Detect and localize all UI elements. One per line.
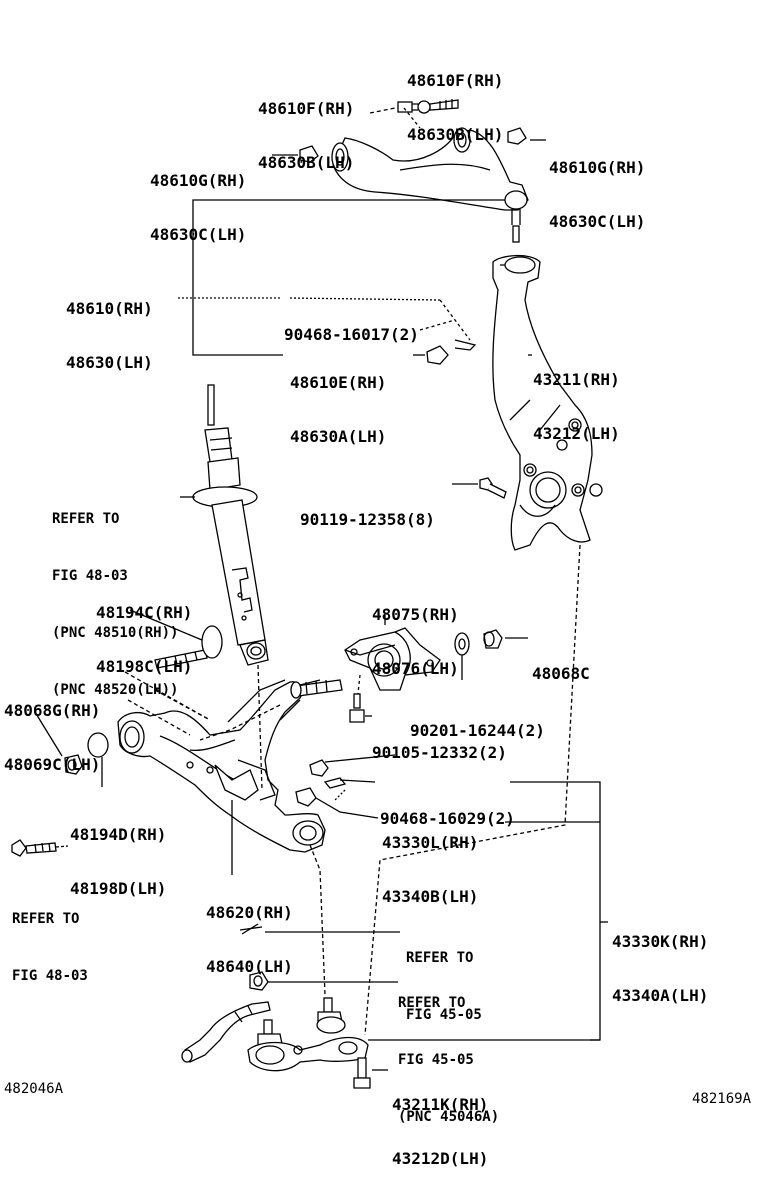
label-ref-fig-48-03: REFER TO FIG 48-03 — [12, 872, 88, 1005]
lower-ball-joint — [247, 997, 388, 1089]
reference-text: REFER TO — [12, 911, 80, 927]
label-lower-cam: 48194D(RH) 48198D(LH) — [70, 790, 166, 916]
label-ball-joint-assy: 43330K(RH) 43340A(LH) — [612, 897, 708, 1023]
part-number: 48630B(LH) — [407, 125, 504, 144]
part-number: 48610F(RH) — [258, 99, 355, 118]
label-bolt-90105: 90105-12332(2) — [372, 708, 507, 780]
parts-diagram: 48610F(RH) 48630B(LH) 48610F(RH) 48630B(… — [4, 36, 752, 1168]
part-number: 48610(RH) — [66, 299, 153, 318]
reference-text: (PNC 48520(LH)) — [52, 682, 179, 698]
part-number: 48620(RH) — [206, 903, 293, 922]
part-number: 48630A(LH) — [290, 427, 387, 446]
part-number: 48075(RH) — [372, 605, 459, 624]
part-number: 43211(RH) — [533, 370, 620, 389]
label-shock-reference: REFER TO FIG 48-03 (PNC 48510(RH)) (PNC … — [52, 472, 178, 719]
part-number: 90468-16017(2) — [284, 325, 419, 344]
reference-text: FIG 48-03 — [12, 968, 88, 984]
part-number: 90119-12358(8) — [300, 510, 435, 529]
label-bushing-bracket: 48075(RH) 48076(LH) — [372, 570, 459, 696]
shock-absorber — [180, 384, 269, 666]
lower-nut-cam — [34, 711, 109, 787]
part-number: 48640(LH) — [206, 957, 293, 976]
part-number: 48198C(LH) — [96, 657, 193, 676]
part-number: 90201-16244(2) — [410, 721, 545, 740]
part-number: 48630C(LH) — [150, 225, 247, 244]
part-number: 43211K(RH) — [392, 1095, 489, 1114]
part-number: 48194C(RH) — [96, 603, 193, 622]
label-lower-nut: 48068G(RH) 48069C(LH) — [4, 666, 100, 792]
label-shock-bolt: 48194C(RH) 48198C(LH) — [96, 568, 192, 694]
part-number: 48076(LH) — [372, 659, 459, 678]
label-upper-arm-bolt-right: 48610F(RH) 48630B(LH) — [407, 36, 503, 162]
upper-control-arm — [331, 127, 529, 243]
bushing-bracket — [344, 615, 528, 723]
reference-text: REFER TO — [398, 995, 466, 1011]
label-upper-ball-joint-nut: 48610E(RH) 48630A(LH) — [290, 338, 386, 464]
reference-text: REFER TO — [52, 511, 120, 527]
part-number: 43330K(RH) — [612, 932, 709, 951]
label-upper-bushing-left: 48610G(RH) 48630C(LH) — [150, 136, 246, 262]
part-number: 48610G(RH) — [549, 158, 646, 177]
label-nut-48068c: 48068C — [532, 629, 590, 701]
label-cotter-pin-upper: 90468-16017(2) — [284, 290, 419, 362]
part-number: 48068C — [532, 664, 590, 683]
reference-text: FIG 48-03 — [52, 568, 128, 584]
part-number: 43340A(LH) — [612, 986, 709, 1005]
part-number: 48630(LH) — [66, 353, 153, 372]
part-number: 48068G(RH) — [4, 701, 101, 720]
upper-bushings — [272, 127, 546, 163]
label-knuckle-bolt: 90119-12358(8) — [300, 475, 435, 547]
label-lower-arm: 48620(RH) 48640(LH) — [206, 868, 293, 994]
reference-text: REFER TO — [406, 950, 474, 966]
steering-knuckle — [492, 254, 603, 551]
label-lower-knuckle-bolt: 43211K(RH) 43212D(LH) — [392, 1060, 488, 1186]
part-number: 48069C(LH) — [4, 755, 101, 774]
part-number: 48630C(LH) — [549, 212, 646, 231]
reference-text: FIG 45-05 — [398, 1052, 474, 1068]
label-lower-ball-joint: 43330L(RH) 43340B(LH) — [382, 798, 478, 924]
part-number: 90105-12332(2) — [372, 743, 507, 762]
lower-control-arm — [117, 679, 343, 853]
label-knuckle: 43211(RH) 43212(LH) — [533, 335, 620, 461]
part-number: 90468-16029(2) — [380, 809, 515, 828]
label-cotter-pin-lower: 90468-16029(2) — [380, 774, 515, 846]
reference-text: (PNC 48510(RH)) — [52, 625, 179, 641]
part-number: 48194D(RH) — [70, 825, 167, 844]
lower-left-bolt — [11, 839, 69, 857]
part-number: 48610E(RH) — [290, 373, 387, 392]
label-upper-bushing-right: 48610G(RH) 48630C(LH) — [549, 123, 645, 249]
figure-code-right: 482169A — [692, 1091, 752, 1107]
part-number: 43340B(LH) — [382, 887, 479, 906]
reference-text: FIG 45-05 — [406, 1007, 482, 1023]
part-number: 48610F(RH) — [407, 71, 504, 90]
part-number: 43212D(LH) — [392, 1149, 489, 1168]
figure-code-left: 482046A — [4, 1081, 64, 1097]
part-number: 43330L(RH) — [382, 833, 479, 852]
label-ref-fig-45-05-a: REFER TO FIG 45-05 — [406, 911, 482, 1044]
label-upper-arm: 48610(RH) 48630(LH) — [66, 264, 153, 390]
label-washer: 90201-16244(2) — [410, 686, 545, 758]
diagram-drawing — [11, 99, 608, 1089]
part-number: 43212(LH) — [533, 424, 620, 443]
part-number: 48630B(LH) — [258, 153, 355, 172]
tie-rod-end — [181, 1001, 271, 1063]
label-upper-arm-bolt-left: 48610F(RH) 48630B(LH) — [258, 64, 354, 190]
part-number: 48198D(LH) — [70, 879, 167, 898]
shock-lower-bolt — [129, 609, 223, 669]
upper-arm-bolts — [369, 99, 459, 129]
part-number: 48610G(RH) — [150, 171, 247, 190]
